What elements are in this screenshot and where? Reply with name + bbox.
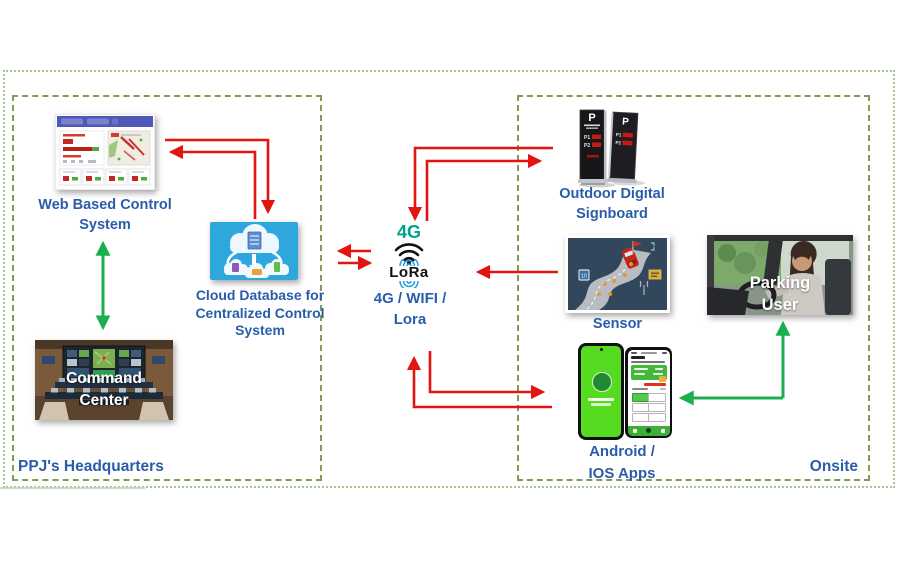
parking-user-overlay-label: Parking User xyxy=(749,274,811,314)
svg-text:P: P xyxy=(622,117,630,128)
app-button xyxy=(647,402,666,412)
slide-edge-artifact xyxy=(0,487,145,489)
cloud-sync-icon xyxy=(224,224,289,278)
app-logo-icon xyxy=(592,372,612,392)
app-button xyxy=(631,412,650,422)
app-bottom-nav xyxy=(627,425,670,436)
svg-text:P: P xyxy=(588,112,595,124)
signal-marker-icon xyxy=(639,242,655,295)
cloud-database-image xyxy=(210,222,298,280)
lora-logo-label: LoRa xyxy=(389,264,429,281)
zone-onsite xyxy=(517,95,870,481)
phone-android-mockup xyxy=(578,343,624,440)
phone-ios-mockup xyxy=(625,347,672,438)
cloud-database-label: Cloud Database for Centralized Control S… xyxy=(195,287,325,338)
signboard-label: Outdoor Digital Signboard xyxy=(559,186,665,222)
sensor-label: Sensor xyxy=(592,316,643,332)
signboard-left: P P1 P2 xyxy=(578,109,608,185)
parking-user-image xyxy=(707,235,853,315)
radio-waves-icon xyxy=(399,259,419,266)
app-button xyxy=(631,402,650,412)
zone-headquarters xyxy=(12,95,322,481)
hub-4g-badge: 4G xyxy=(396,222,421,242)
apps-label: Android / IOS Apps xyxy=(588,443,656,482)
hub-label: 4G / WIFI / Lora xyxy=(373,290,447,328)
camera-punch-hole xyxy=(599,348,603,351)
svg-text:10: 10 xyxy=(581,274,587,280)
outer-dotted-border xyxy=(3,70,895,488)
svg-text:P1: P1 xyxy=(584,135,590,141)
app-button xyxy=(631,392,650,402)
signboard-image: P P1 P2 P P1 P2 xyxy=(578,109,645,188)
zone-onsite-label: Onsite xyxy=(809,458,858,475)
app-button xyxy=(647,392,666,402)
web-control-label: Web Based Control System xyxy=(38,197,172,233)
speed-limit-sign: 10 xyxy=(578,269,590,281)
svg-text:P1: P1 xyxy=(616,132,622,137)
radio-waves-icon xyxy=(399,281,419,288)
svg-text:P2: P2 xyxy=(615,140,621,145)
sensor-flag-icon xyxy=(633,241,642,247)
svg-text:P2: P2 xyxy=(584,143,590,149)
zone-headquarters-label: PPJ's Headquarters xyxy=(18,458,164,475)
command-center-image xyxy=(35,340,173,420)
signboard-right: P P1 P2 xyxy=(607,111,639,184)
command-center-overlay-label: Command Center xyxy=(66,370,142,409)
app-button xyxy=(647,412,666,422)
app-header-card xyxy=(630,364,667,382)
sensor-image: 10 xyxy=(565,235,670,313)
web-dashboard-image xyxy=(55,114,155,190)
